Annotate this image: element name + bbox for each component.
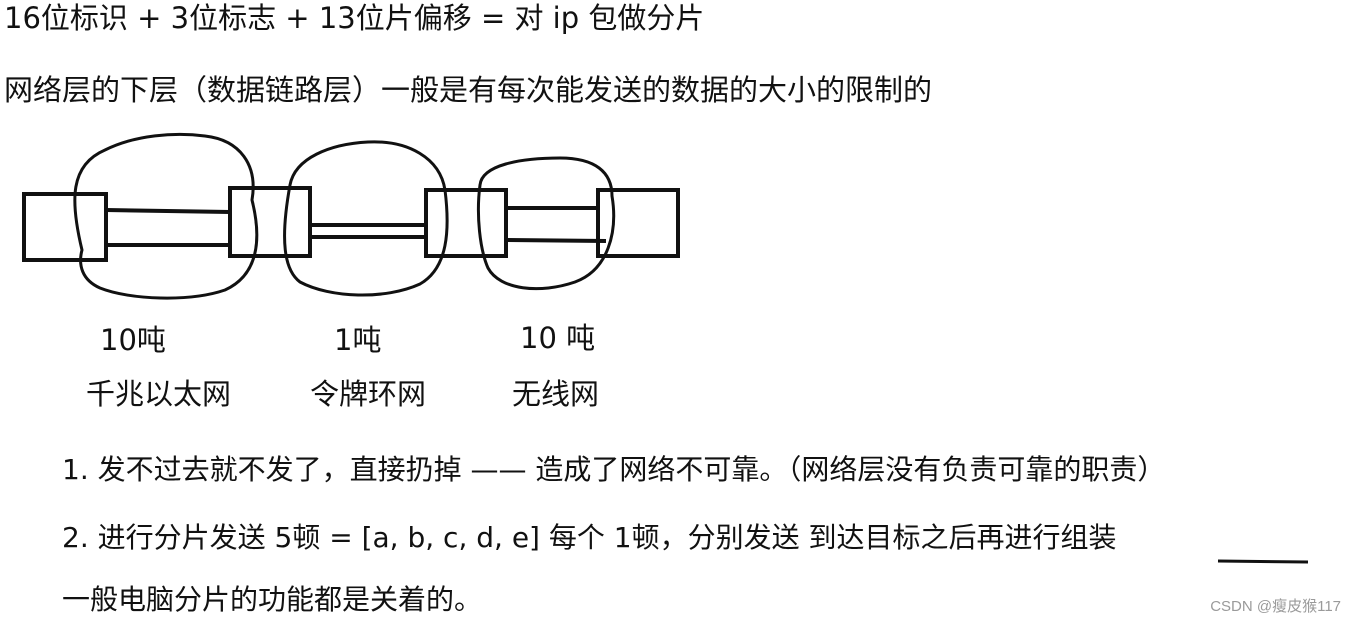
link-3-capacity: 10 吨 [520,321,596,355]
link-3-line-bottom [505,238,607,243]
note-point-3: 一般电脑分片的功能都是关着的。 [62,583,483,616]
link-3-network-name: 无线网 [512,377,600,411]
link-1-line-top [105,208,231,214]
network-cloud-3 [476,156,616,291]
router-box-3 [424,188,508,258]
router-box-1 [22,192,108,262]
link-1-network-name: 千兆以太网 [86,377,232,411]
watermark: CSDN @瘦皮猴117 [1210,598,1341,615]
link-1-capacity: 10吨 [100,323,166,357]
network-cloud-2 [283,140,449,297]
note-point-2: 2. 进行分片发送 5顿 = [a, b, c, d, e] 每个 1顿，分别发… [62,524,1117,552]
link-2-network-name: 令牌环网 [310,377,427,411]
router-box-4 [596,188,680,258]
note-point-1: 1. 发不过去就不发了，直接扔掉 —— 造成了网络不可靠。（网络层没有负责可靠的… [62,453,1166,486]
note-point-2-emphasis: 组装 [1060,521,1117,554]
network-cloud-1 [73,132,259,300]
heading-line-1: 16位标识 + 3位标志 + 13位片偏移 = 对 ip 包做分片 [4,1,705,35]
heading-line-2: 网络层的下层（数据链路层）一般是有每次能发送的数据的大小的限制的 [4,73,933,107]
link-2-capacity: 1吨 [334,323,382,357]
router-box-2 [228,186,312,258]
note-point-2-text: 2. 进行分片发送 5顿 = [a, b, c, d, e] 每个 1顿，分别发… [62,521,1061,554]
emphasis-underline [1217,559,1309,564]
